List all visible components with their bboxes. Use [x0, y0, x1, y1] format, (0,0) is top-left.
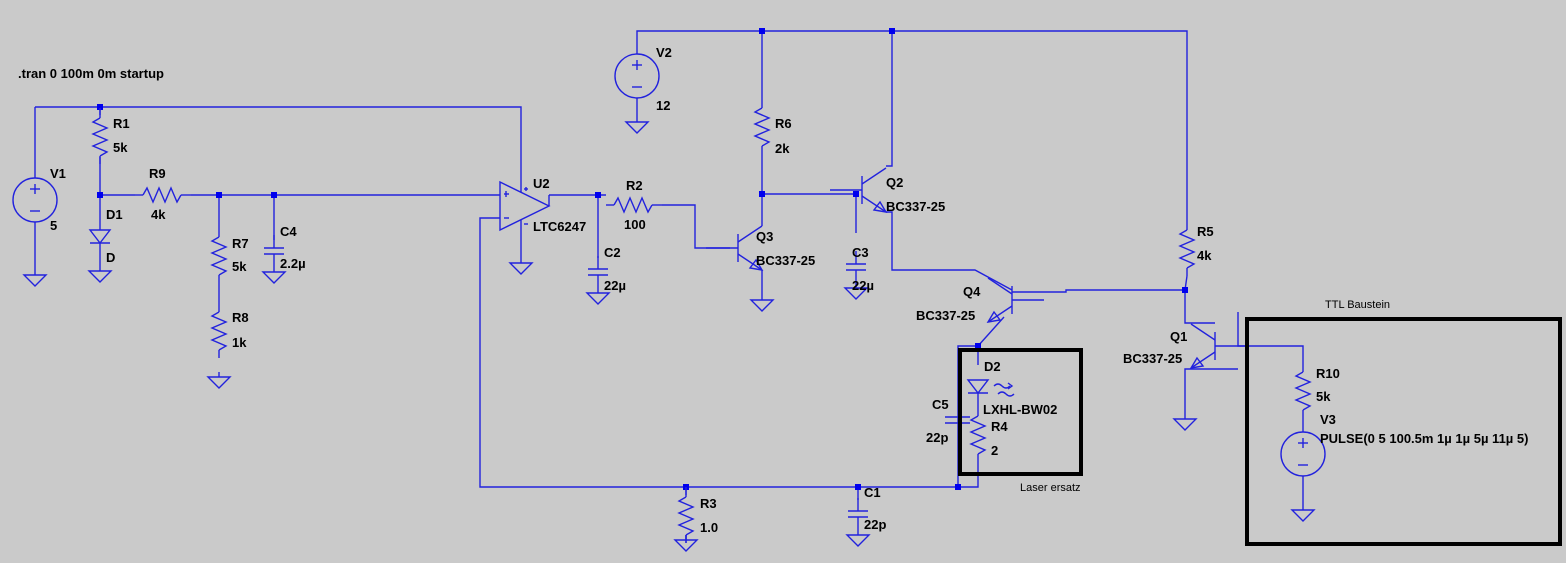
q2-value: BC337-25 — [886, 199, 945, 214]
q4-value: BC337-25 — [916, 308, 975, 323]
r2-name: R2 — [626, 178, 643, 193]
r9-name: R9 — [149, 166, 166, 181]
wires — [34, 30, 1304, 505]
d1-diode — [88, 220, 112, 266]
q1-name: Q1 — [1170, 329, 1187, 344]
d1-name: D1 — [106, 207, 123, 222]
v1-value: 5 — [50, 218, 57, 233]
ground-q1 — [1173, 413, 1197, 431]
r1-value: 5k — [113, 140, 128, 155]
ttl-box — [1245, 317, 1562, 546]
ground-r8 — [207, 371, 231, 389]
q4-name: Q4 — [963, 284, 981, 299]
v2-source — [614, 41, 660, 111]
ground-q3 — [750, 294, 774, 312]
d1-value: D — [106, 250, 115, 265]
r5-resistor — [1179, 219, 1195, 277]
v3-value: PULSE(0 5 100.5m 1µ 1µ 5µ 11µ 5) — [1320, 431, 1528, 446]
q4-transistor — [987, 277, 1045, 323]
d2-value: LXHL-BW02 — [983, 402, 1057, 417]
r1-name: R1 — [113, 116, 130, 131]
ground-v3 — [1291, 504, 1315, 522]
r5-name: R5 — [1197, 224, 1214, 239]
q2-name: Q2 — [886, 175, 903, 190]
v1-name: V1 — [50, 166, 66, 181]
r10-resistor — [1295, 361, 1311, 419]
u2-value: LTC6247 — [533, 219, 586, 234]
c5-name: C5 — [932, 397, 949, 412]
c5-value: 22p — [926, 430, 948, 445]
c5-capacitor — [945, 416, 970, 424]
q1-value: BC337-25 — [1123, 351, 1182, 366]
r7-resistor — [211, 226, 227, 284]
u2-name: U2 — [533, 176, 550, 191]
r2-value: 100 — [624, 217, 646, 232]
v2-name: V2 — [656, 45, 672, 60]
r8-name: R8 — [232, 310, 249, 325]
laser-box — [958, 348, 1083, 476]
r4-value: 2 — [991, 443, 998, 458]
v3-name: V3 — [1320, 412, 1336, 427]
r6-resistor — [754, 97, 770, 155]
tran-directive: .tran 0 100m 0m startup — [18, 66, 164, 81]
c3-name: C3 — [852, 245, 869, 260]
r10-name: R10 — [1316, 366, 1340, 381]
r7-value: 5k — [232, 259, 247, 274]
r3-name: R3 — [700, 496, 717, 511]
r9-resistor — [134, 187, 192, 203]
r10-value: 5k — [1316, 389, 1331, 404]
d2-name: D2 — [984, 359, 1001, 374]
q3-value: BC337-25 — [756, 253, 815, 268]
q3-name: Q3 — [756, 229, 773, 244]
q3-transistor — [705, 225, 763, 271]
v3-source — [1280, 419, 1326, 489]
r7-name: R7 — [232, 236, 249, 251]
r8-resistor — [211, 301, 227, 359]
c1-name: C1 — [864, 485, 881, 500]
c4-value: 2.2µ — [280, 256, 306, 271]
q2-transistor — [829, 167, 887, 213]
c3-value: 22µ — [852, 278, 874, 293]
v2-value: 12 — [656, 98, 670, 113]
r6-name: R6 — [775, 116, 792, 131]
c2-name: C2 — [604, 245, 621, 260]
c1-value: 22p — [864, 517, 886, 532]
u2-opamp — [499, 180, 551, 232]
d2-led — [966, 379, 1015, 400]
ground-u2 — [509, 257, 533, 275]
r6-value: 2k — [775, 141, 790, 156]
ground-v2 — [625, 116, 649, 134]
c2-value: 22µ — [604, 278, 626, 293]
junctions — [97, 28, 1188, 490]
ground-v1 — [23, 269, 47, 287]
r9-value: 4k — [151, 207, 166, 222]
c4-name: C4 — [280, 224, 297, 239]
r2-resistor — [605, 197, 663, 213]
r8-value: 1k — [232, 335, 247, 350]
r3-value: 1.0 — [700, 520, 718, 535]
r5-value: 4k — [1197, 248, 1212, 263]
ttl-annotation: TTL Baustein — [1325, 299, 1390, 311]
ground-c1 — [846, 529, 870, 547]
r4-name: R4 — [991, 419, 1008, 434]
r3-resistor — [678, 486, 694, 544]
r1-resistor — [92, 107, 108, 165]
ground-d1 — [88, 265, 112, 283]
laser-annotation: Laser ersatz — [1020, 482, 1081, 494]
